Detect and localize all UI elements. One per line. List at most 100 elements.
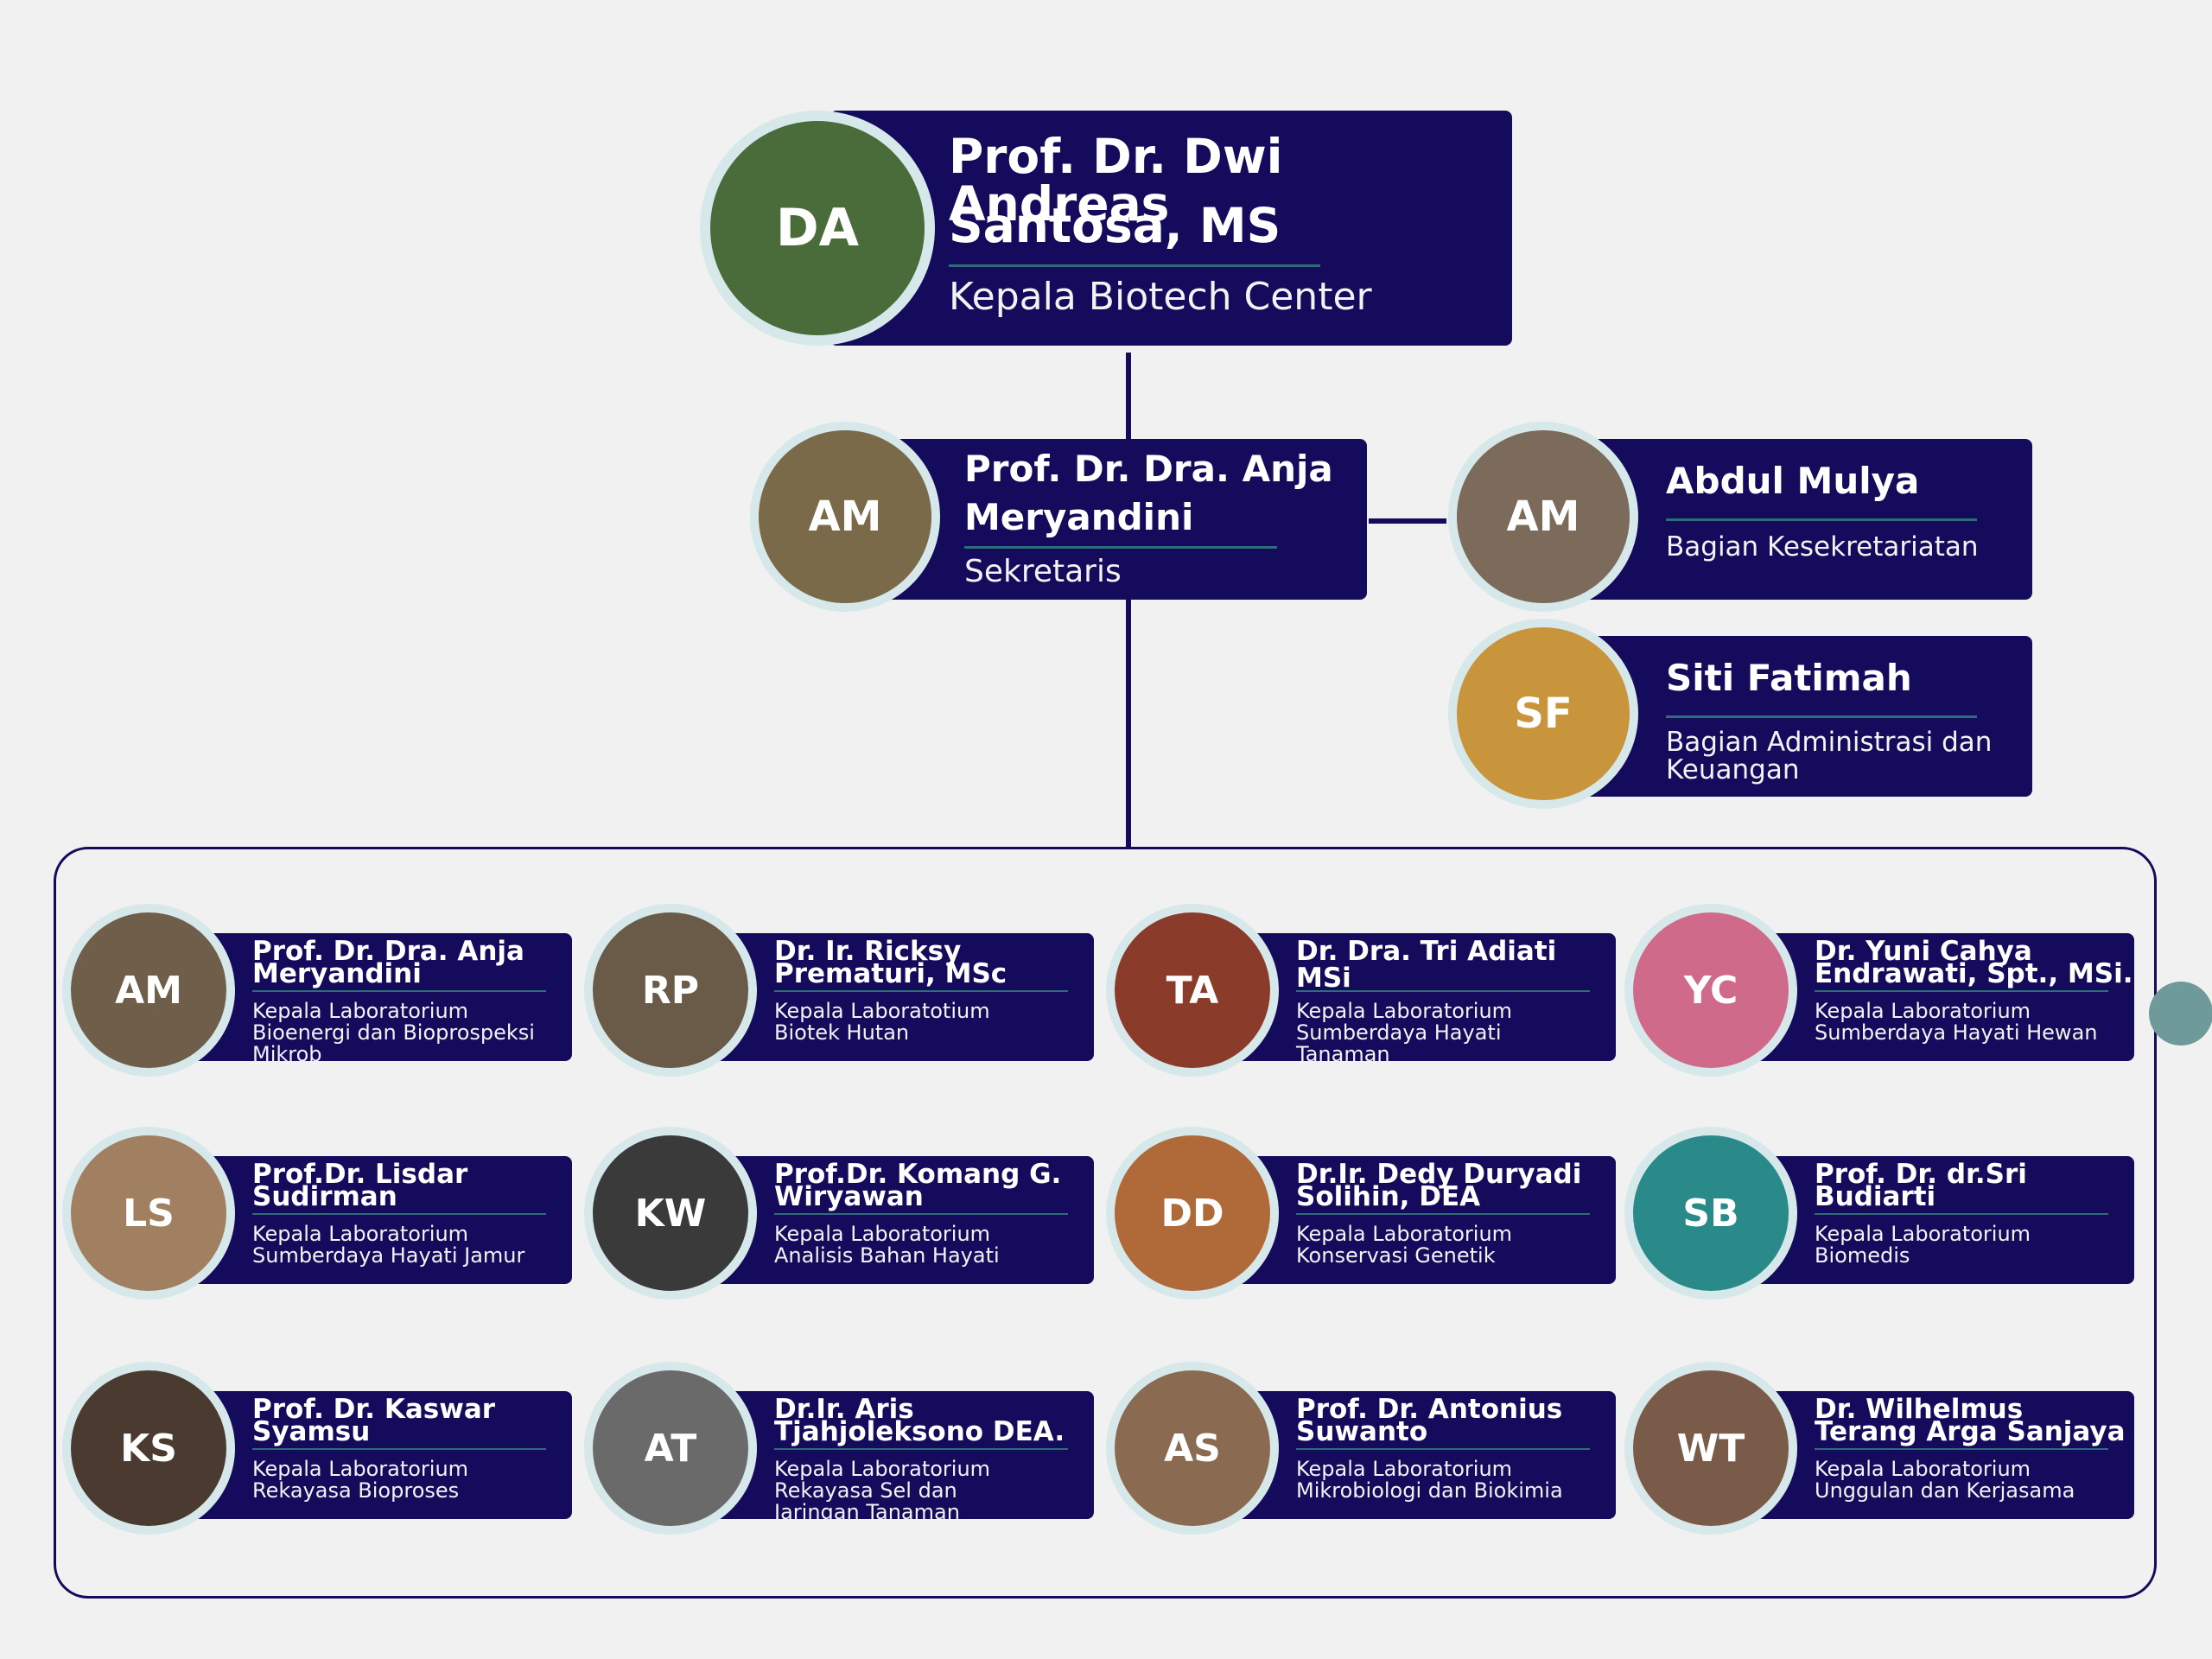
lab-role-line3: Tanaman (1296, 1042, 1390, 1066)
lab-divider (1296, 1448, 1590, 1450)
lab-name-line1: Dr. Dra. Tri Adiati MSi (1296, 936, 1557, 994)
page-dot-indicator[interactable] (2149, 982, 2212, 1046)
lab-divider (1296, 990, 1590, 992)
staff-photo-fill: AM (1457, 430, 1630, 603)
lab-role-line2: Sumberdaya Hayati Jamur (252, 1243, 525, 1268)
secretary-card-box (880, 439, 1367, 600)
lab-card-box (1218, 1156, 1616, 1284)
head-name-line2: Santosa, MS (949, 198, 1281, 253)
lab-role-line3: Jaringan Tanaman (774, 1500, 960, 1524)
lab-name-line1: Prof. Dr. Kaswar (252, 1394, 496, 1425)
lab-role-line2: Mikrobiologi dan Biokimia (1296, 1478, 1563, 1503)
lab-role-line1: Kepala Laboratorium (774, 1457, 991, 1481)
staff-role-line1: Bagian Administrasi dan (1666, 727, 1993, 758)
lab-name-line1: Prof.Dr. Lisdar (252, 1159, 468, 1190)
staff-divider (1666, 518, 1977, 521)
lab-divider (252, 1213, 546, 1215)
lab-name-line2: Terang Arga Sanjaya (1815, 1416, 2126, 1447)
staff-photo-icon: AM (1448, 422, 1638, 612)
lab-role-line3: Mikrob (252, 1042, 322, 1066)
head-photo-icon: DA (700, 111, 935, 346)
lab-divider (1296, 1213, 1590, 1215)
staff-divider (1666, 715, 1977, 718)
staff-name: Siti Fatimah (1666, 657, 1912, 699)
lab-card-box (175, 1156, 572, 1284)
lab-card-box (1218, 1391, 1616, 1519)
lab-role-line1: Kepala Laboratorium (1296, 999, 1513, 1023)
lab-role-line2: Rekayasa Bioproses (252, 1478, 460, 1503)
lab-card-box (175, 1391, 572, 1519)
head-photo-fill: DA (710, 121, 925, 335)
lab-photo-icon: LS (62, 1127, 235, 1300)
lab-role-line1: Kepala Laboratorium (774, 1222, 991, 1246)
lab-role-line2: Analisis Bahan Hayati (774, 1243, 1000, 1268)
lab-divider (774, 990, 1068, 992)
lab-photo-fill: AM (71, 912, 226, 1068)
labs-group-frame (54, 847, 2157, 1599)
lab-photo-icon: WT (1624, 1362, 1797, 1535)
lab-photo-icon: AS (1106, 1362, 1279, 1535)
lab-role-line1: Kepala Laboratorium (1296, 1222, 1513, 1246)
lab-name-line2: Wiryawan (774, 1181, 924, 1212)
secretary-card: AM Prof. Dr. Dra. Anja Meryandini Sekret… (750, 422, 1367, 612)
lab-photo-fill: SB (1633, 1135, 1789, 1291)
lab-photo-icon: AM (62, 904, 235, 1077)
lab-name-line2: Sudirman (252, 1181, 397, 1212)
lab-role-line2: Unggulan dan Kerjasama (1815, 1478, 2075, 1503)
lab-name-line1: Prof.Dr. Komang G. (774, 1159, 1062, 1190)
lab-photo-icon: SB (1624, 1127, 1797, 1300)
staff-role: Bagian Kesekretariatan (1666, 531, 1979, 563)
lab-photo-fill: RP (593, 912, 748, 1068)
lab-name-line1: Prof. Dr. dr.Sri (1815, 1159, 2027, 1190)
head-role: Kepala Biotech Center (949, 275, 1372, 319)
secretary-photo-icon: AM (750, 422, 940, 612)
lab-card-box (1737, 1156, 2134, 1284)
lab-role-line2: Bioenergi dan Bioprospeksi (252, 1020, 535, 1045)
head-divider (949, 264, 1320, 267)
lab-photo-fill: KS (71, 1370, 226, 1526)
lab-name-line1: Dr.Ir. Aris (774, 1394, 914, 1425)
lab-name-line2: Prematuri, MSc (774, 958, 1007, 989)
lab-name-line2: Syamsu (252, 1416, 371, 1447)
lab-divider (1815, 1213, 2108, 1215)
staff-role-line2: Keuangan (1666, 754, 1800, 785)
lab-role-line1: Kepala Laboratotium (774, 999, 990, 1023)
lab-name-line2: Meryandini (252, 958, 422, 989)
lab-card-box (1218, 933, 1616, 1061)
lab-photo-fill: LS (71, 1135, 226, 1291)
lab-divider (1815, 1448, 2108, 1450)
lab-photo-fill: TA (1115, 912, 1270, 1068)
lab-role-line1: Kepala Laboratorium (1815, 999, 2031, 1023)
lab-photo-icon: AT (584, 1362, 757, 1535)
head-card-box (830, 111, 1512, 346)
lab-card-box (696, 933, 1094, 1061)
head-card: DA Prof. Dr. Dwi Andreas Santosa, MS Kep… (700, 111, 1512, 346)
lab-name-line1: Dr.Ir. Dedy Duryadi (1296, 1159, 1582, 1190)
lab-name-line2: Budiarti (1815, 1181, 1936, 1212)
connector-secretary-staff (1369, 518, 1446, 524)
connector-secretary-labs (1126, 598, 1131, 849)
lab-name-line1: Dr. Yuni Cahya (1815, 936, 2032, 967)
connector-head-secretary (1126, 353, 1131, 439)
lab-role-line2: Biotek Hutan (774, 1020, 910, 1045)
secretary-photo-fill: AM (759, 430, 931, 603)
staff-photo-fill: SF (1457, 627, 1630, 800)
lab-photo-fill: AS (1115, 1370, 1270, 1526)
head-name-line1: Prof. Dr. Dwi Andreas (949, 129, 1283, 232)
lab-role-line1: Kepala Laboratorium (1815, 1457, 2031, 1481)
lab-photo-icon: RP (584, 904, 757, 1077)
lab-role-line1: Kepala Laboratorium (1815, 1222, 2031, 1246)
secretary-name-line1: Prof. Dr. Dra. Anja (964, 448, 1333, 490)
lab-name-line1: Dr. Wilhelmus (1815, 1394, 2024, 1425)
lab-name-line2: Tjahjoleksono DEA. (774, 1416, 1065, 1447)
